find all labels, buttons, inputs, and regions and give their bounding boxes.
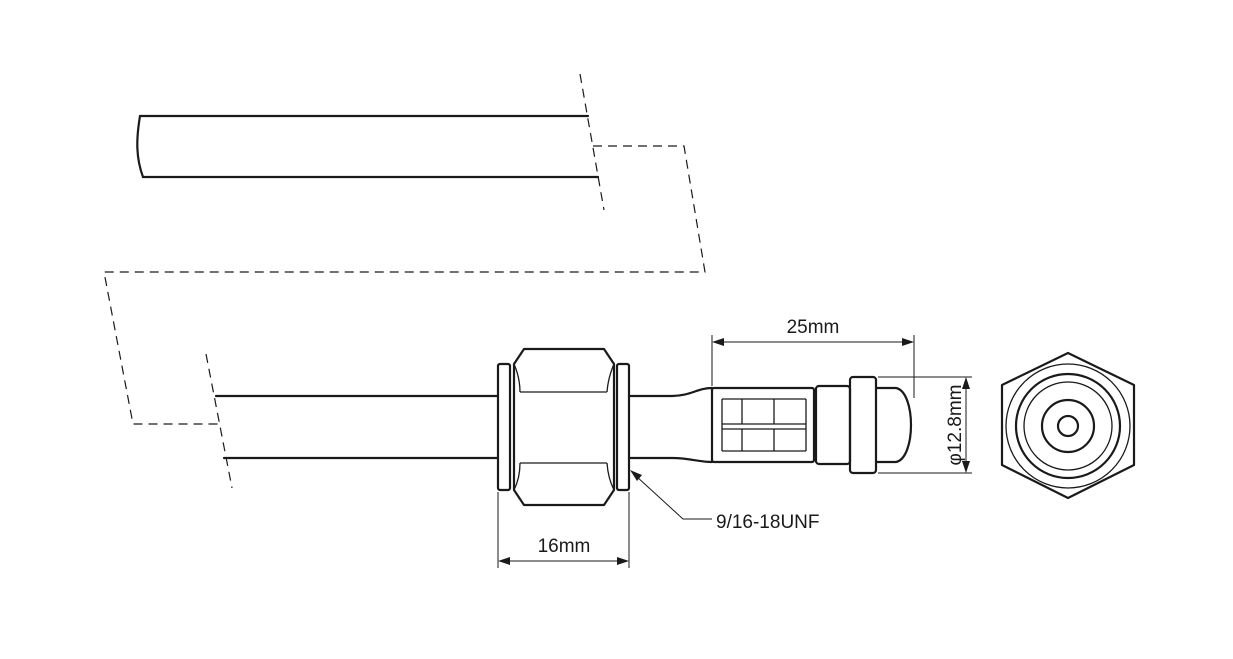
continuation-dashed-path <box>103 145 706 425</box>
dimension-fitting-length: 25mm <box>711 317 915 398</box>
fitting-diameter-label: φ12.8mm <box>945 385 966 466</box>
crimp-sleeve <box>710 386 816 464</box>
fitting-end <box>814 375 912 475</box>
hex-end-view <box>1000 351 1136 500</box>
upper-break-line <box>579 73 605 211</box>
lower-break-line <box>205 353 233 489</box>
fitting-length-label: 25mm <box>787 317 840 338</box>
nut-right-flange <box>615 362 631 492</box>
lower-hose-segment <box>205 353 500 489</box>
nut-left-flange <box>496 362 512 492</box>
hose-neck <box>627 386 714 464</box>
thread-callout: 9/16-18UNF <box>630 470 820 533</box>
nut-width-label: 16mm <box>538 536 591 557</box>
thread-label: 9/16-18UNF <box>716 512 820 533</box>
dimension-fitting-diameter: φ12.8mm <box>878 376 972 474</box>
upper-hose-segment <box>136 73 605 211</box>
dimension-nut-width: 16mm <box>497 492 630 568</box>
hex-nut-side <box>496 347 631 507</box>
